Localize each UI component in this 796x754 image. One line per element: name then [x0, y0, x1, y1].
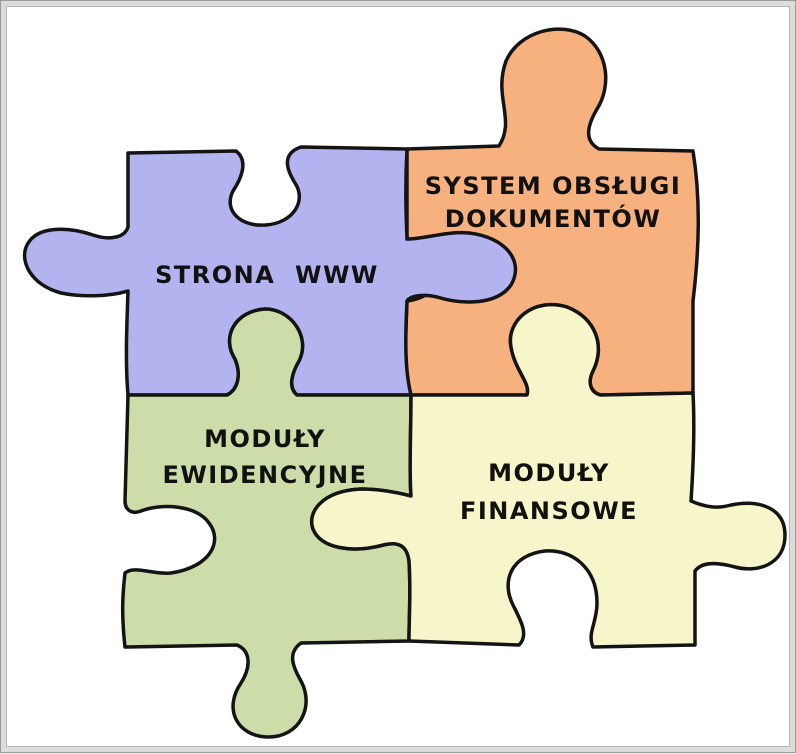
- label-finance-modules-group: MODUŁY FINANSOWE: [460, 459, 638, 525]
- piece-finance-modules: [310, 303, 787, 649]
- label-document-system-group: SYSTEM OBSŁUGI DOKUMENTÓW: [425, 172, 682, 233]
- label-records-modules-group: MODUŁY EWIDENCYJNE: [162, 425, 367, 489]
- label-website: STRONA WWW: [155, 261, 379, 289]
- label-document-system-line2: DOKUMENTÓW: [445, 203, 662, 233]
- label-records-modules-line2: EWIDENCYJNE: [162, 461, 367, 489]
- label-document-system-line1: SYSTEM OBSŁUGI: [425, 172, 682, 200]
- label-website-group: STRONA WWW: [155, 261, 379, 289]
- piece-website: [22, 145, 518, 397]
- label-records-modules-line1: MODUŁY: [204, 425, 326, 453]
- label-finance-modules-line1: MODUŁY: [488, 459, 610, 487]
- label-finance-modules-line2: FINANSOWE: [460, 497, 638, 525]
